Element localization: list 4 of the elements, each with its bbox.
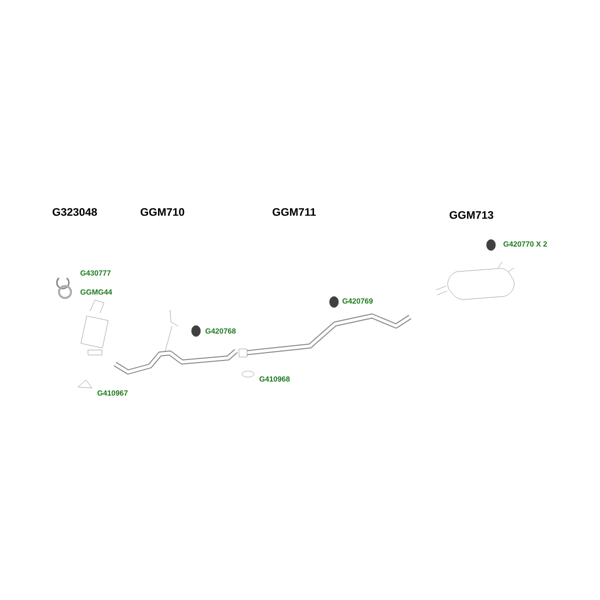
section-code: G323048	[52, 208, 97, 216]
section-code: GGM711	[272, 208, 316, 216]
section-code: GGM710	[140, 208, 184, 216]
section-code: GGM713	[450, 211, 494, 219]
